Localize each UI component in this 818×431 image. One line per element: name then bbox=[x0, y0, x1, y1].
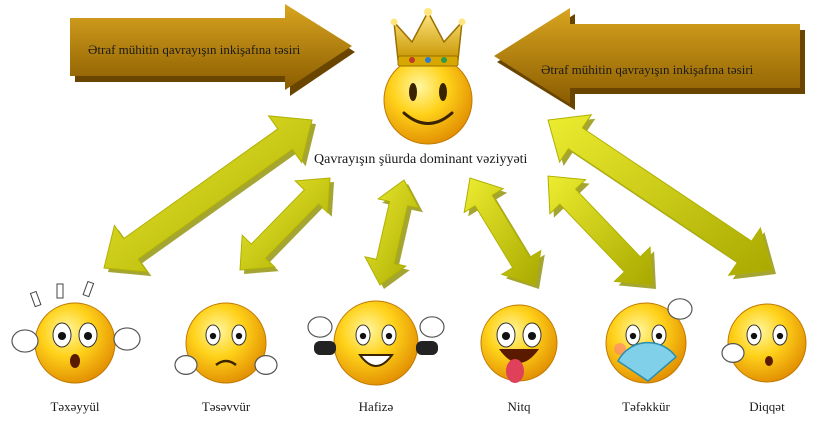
face-label: Təfəkkür bbox=[622, 399, 670, 414]
double-arrow-5 bbox=[547, 175, 653, 286]
face-label: Hafizə bbox=[358, 399, 394, 414]
fan-face-icon bbox=[605, 298, 693, 384]
surprise-mark-icon bbox=[29, 290, 42, 308]
face-label: Təsəvvür bbox=[201, 399, 251, 414]
face-label: Təxəyyül bbox=[50, 399, 100, 414]
thumbs-up-face-icon bbox=[721, 303, 807, 383]
face-row bbox=[11, 280, 807, 386]
double-arrow-1 bbox=[103, 115, 313, 273]
top-right-arrow bbox=[494, 8, 805, 110]
double-arrow-3 bbox=[364, 179, 420, 286]
top-right-arrow-text: Ətraf mühitin qavrayışın inkişafına təsi… bbox=[541, 62, 754, 77]
double-arrow-4 bbox=[463, 177, 542, 286]
surprised-face-icon bbox=[11, 302, 141, 384]
surprise-mark-icon bbox=[82, 280, 95, 298]
laughing-face-icon bbox=[480, 304, 558, 383]
face-label: Diqqət bbox=[749, 399, 785, 414]
center-caption: Qavrayışın şüurda dominant vəziyyəti bbox=[314, 152, 528, 167]
surprise-mark-icon bbox=[56, 283, 64, 299]
top-left-arrow-text: Ətraf mühitin qavrayışın inkişafına təsi… bbox=[88, 42, 301, 57]
worried-face-icon bbox=[174, 302, 278, 384]
strong-face-icon bbox=[307, 300, 445, 386]
face-label: Nitq bbox=[507, 399, 531, 414]
double-arrow-6 bbox=[547, 114, 773, 276]
king-smiley-crown-icon bbox=[383, 8, 473, 145]
top-left-arrow bbox=[70, 4, 355, 96]
double-arrow-2 bbox=[239, 177, 331, 271]
double-arrows bbox=[103, 114, 776, 289]
